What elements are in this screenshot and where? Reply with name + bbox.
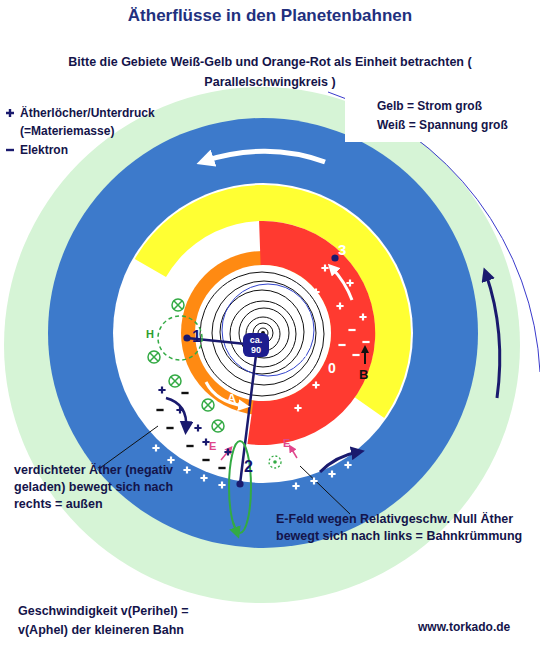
flow-arrow bbox=[205, 151, 325, 162]
annotation-note: Geschwindigkeit v(Perihel) = v(Aphel) de… bbox=[18, 602, 228, 640]
plus-signs bbox=[152, 264, 366, 489]
annotation-note: E-Feld wegen Relativgeschw. Null Äther b… bbox=[276, 511, 526, 545]
spiral-orbits bbox=[200, 272, 324, 396]
node-text: Gelb = Strom groß bbox=[377, 97, 540, 116]
circled-dot-symbol bbox=[269, 456, 281, 468]
node-text: ca. 90 bbox=[244, 335, 268, 355]
legend-text: Ätherlöcher/Unterdruck (=Materiemasse) bbox=[20, 104, 185, 140]
white-zone bbox=[113, 183, 413, 483]
field-ellipse bbox=[229, 441, 251, 533]
annotation-note: verdichteter Äther (negativ geladen) bew… bbox=[14, 462, 174, 513]
minus-signs bbox=[338, 330, 369, 355]
callout-number: 3 bbox=[338, 241, 346, 259]
blue-orbit bbox=[222, 284, 314, 376]
callout-number: 0 bbox=[328, 360, 336, 377]
node-text: Weiß = Spannung groß bbox=[377, 116, 540, 135]
callout-number: 1 bbox=[192, 327, 201, 346]
minus-signs bbox=[156, 393, 225, 468]
diagram-title: Ätherflüsse in den Planetenbahnen bbox=[0, 6, 540, 26]
plus-signs bbox=[158, 386, 231, 455]
circled-x-symbols bbox=[148, 299, 224, 432]
field-arrow bbox=[233, 522, 237, 533]
field-letter: B bbox=[359, 367, 368, 383]
color-key-box: Gelb = Strom großWeiß = Spannung groß bbox=[345, 96, 540, 142]
minus-sample bbox=[4, 144, 16, 156]
callout-number: 2 bbox=[244, 457, 253, 476]
planet-dots bbox=[183, 254, 338, 487]
e-field-arrow bbox=[291, 448, 297, 458]
field-letter: H bbox=[146, 328, 154, 341]
flow-arrow bbox=[320, 452, 358, 472]
inner-zone bbox=[195, 265, 331, 401]
subtitle-note: Bitte die Gebiete Weiß-Gelb und Orange-R… bbox=[30, 52, 510, 92]
watermark: www.torkado.de bbox=[418, 620, 510, 634]
flow-arrow bbox=[166, 398, 186, 428]
flow-arrow bbox=[486, 274, 500, 398]
h-field-circle bbox=[158, 316, 202, 360]
current-arrow bbox=[364, 349, 366, 364]
field-letter: E bbox=[283, 437, 290, 450]
legend-text: Elektron bbox=[20, 141, 185, 159]
field-letter: A bbox=[227, 391, 236, 407]
plus-sample bbox=[4, 107, 16, 119]
field-letter: E bbox=[209, 440, 216, 453]
radius-lines bbox=[187, 338, 256, 484]
flow-arrow bbox=[206, 382, 244, 406]
angle-marker: ca. 90 bbox=[243, 333, 269, 357]
